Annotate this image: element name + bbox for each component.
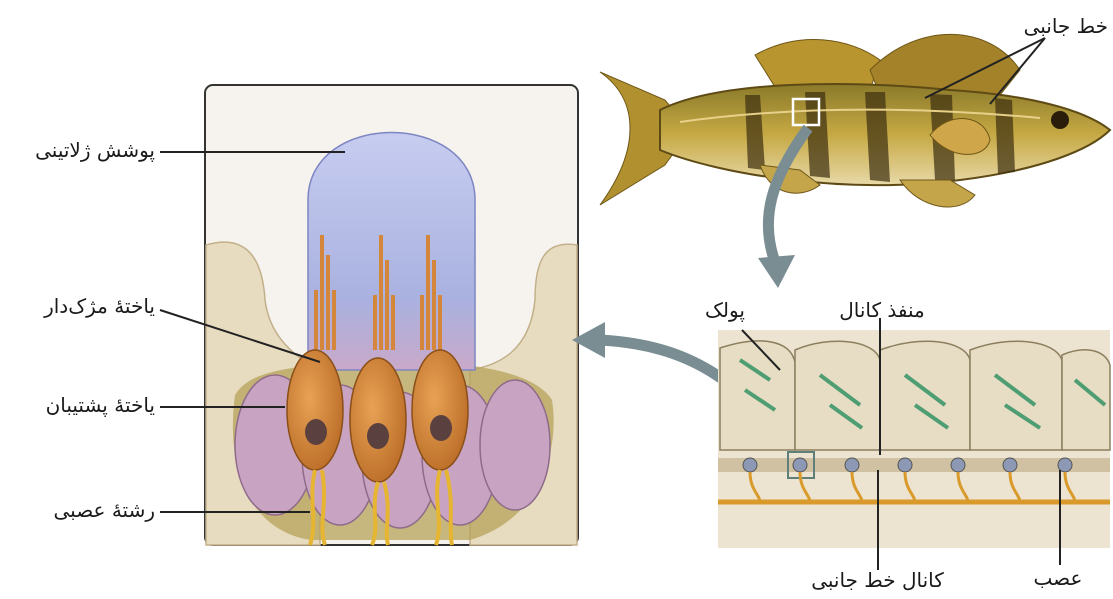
label-support-cell: یاختهٔ پشتیبان (0, 393, 155, 417)
support-cell (480, 380, 550, 510)
label-scale: پولک (705, 298, 795, 322)
scales (720, 341, 1110, 450)
fish-illustration (600, 34, 1110, 207)
pelvic-fin (900, 180, 975, 207)
label-nerve: عصب (1018, 566, 1098, 590)
label-canal-opening: منفذ کانال (812, 298, 952, 322)
label-lateral-line-canal: کانال خط جانبی (785, 568, 970, 592)
arrow-head-down (758, 255, 795, 288)
neuromast-panel (205, 85, 578, 545)
label-hair-cell: یاختهٔ مژک‌دار (0, 294, 155, 318)
fish-eye (1051, 111, 1069, 129)
label-gel-cap: پوشش ژلاتینی (0, 138, 155, 162)
canal-section (718, 330, 1110, 548)
label-lateral-line: خط جانبی (1000, 14, 1108, 38)
label-nerve-fiber: رشتهٔ عصبی (0, 498, 155, 522)
